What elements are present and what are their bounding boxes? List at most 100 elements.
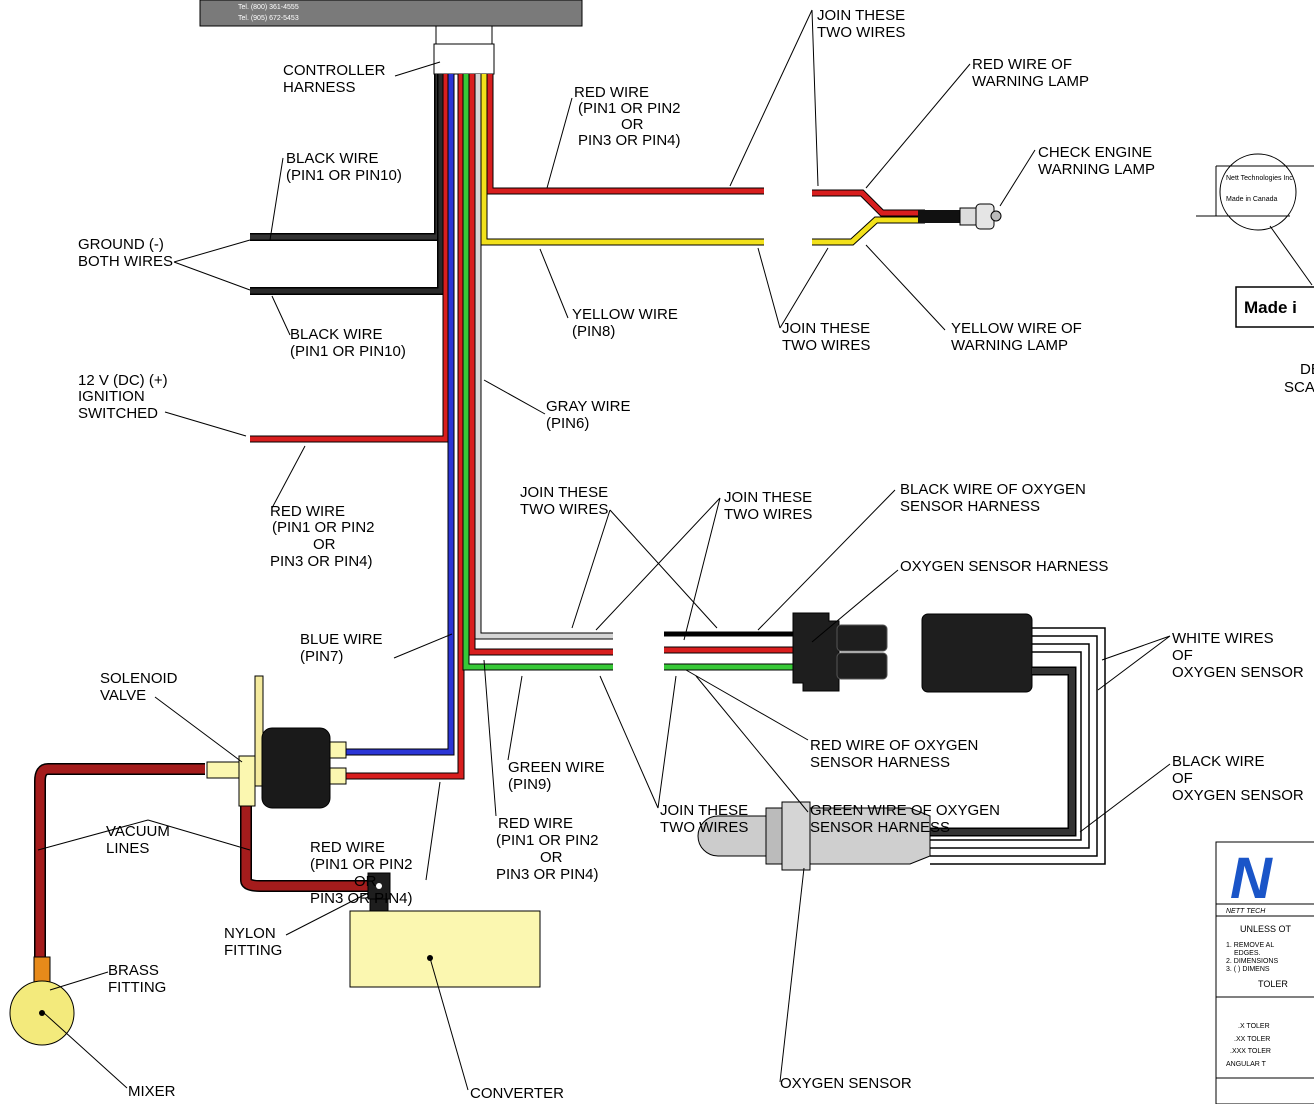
labels: CONTROLLER HARNESS BLACK WIRE (PIN1 OR P… — [78, 7, 1304, 1102]
detail-caption-1: DET — [1300, 361, 1314, 378]
join-bottom-2: TWO WIRES — [660, 819, 748, 836]
detail-view: Nett Technologies Inc. Made in Canada Ma… — [1196, 153, 1314, 396]
red-wire-left-1: RED WIRE — [270, 503, 345, 520]
blue-wire-label-1: BLUE WIRE — [300, 631, 383, 648]
red-wire-left-3: OR — [313, 536, 336, 553]
green-wire-label-2: (PIN9) — [508, 776, 551, 793]
red-wire-left-2: (PIN1 OR PIN2 — [272, 519, 375, 536]
lamp-bulb-icon — [990, 210, 1002, 222]
red-o2-2: SENSOR HARNESS — [810, 754, 950, 771]
black-wire-o2-1: BLACK WIRE — [1172, 753, 1265, 770]
join-top-1: JOIN THESE — [817, 7, 905, 24]
controller-harness-label-1: CONTROLLER — [283, 62, 386, 79]
controller-box: Tel. (800) 361-4555 Tel. (905) 672-5453 — [199, 0, 583, 75]
red-lamp-2: WARNING LAMP — [972, 73, 1089, 90]
red-wire-bl-4: PIN3 OR PIN4) — [310, 890, 413, 907]
red-top-wire — [487, 74, 764, 194]
ground-label-2: BOTH WIRES — [78, 253, 173, 270]
tol-xxx: .XXX TOLER — [1230, 1048, 1271, 1055]
white-wires-1: WHITE WIRES — [1172, 630, 1274, 647]
converter — [349, 872, 541, 988]
red-wire-bc-2: (PIN1 OR PIN2 — [496, 832, 599, 849]
mixer-label: MIXER — [128, 1083, 176, 1100]
unless-text: UNLESS OT — [1240, 924, 1292, 934]
note-2: 2. DIMENSIONS — [1226, 958, 1278, 965]
ignition-label-3: SWITCHED — [78, 405, 158, 422]
nylon-label-1: NYLON — [224, 925, 276, 942]
brass-label-1: BRASS — [108, 962, 159, 979]
red-wire-bl-2: (PIN1 OR PIN2 — [310, 856, 413, 873]
toler-heading: TOLER — [1258, 979, 1288, 989]
black-wire-top-2: (PIN1 OR PIN10) — [286, 167, 402, 184]
o2-sensor-label: OXYGEN SENSOR — [780, 1075, 912, 1092]
black-wire-o2-2: OF — [1172, 770, 1193, 787]
white-wires-2: OF — [1172, 647, 1193, 664]
join-center-1: JOIN THESE — [724, 489, 812, 506]
title-block: N NETT TECH UNLESS OT 1. REMOVE AL EDGES… — [1215, 841, 1314, 1105]
red-solenoid-wire — [345, 74, 464, 779]
solenoid-label-1: SOLENOID — [100, 670, 178, 687]
red-wire-bc-3: OR — [540, 849, 563, 866]
brass-label-2: FITTING — [108, 979, 166, 996]
company-name: NETT TECH — [1226, 908, 1266, 915]
red-wire-bl-1: RED WIRE — [310, 839, 385, 856]
white-wires-3: OXYGEN SENSOR — [1172, 664, 1304, 681]
red-wire-top-1: RED WIRE — [574, 84, 649, 101]
ignition-label-1: 12 V (DC) (+) — [78, 372, 168, 389]
leader-lines — [37, 9, 1171, 1091]
yellow-lamp-1: YELLOW WIRE OF — [951, 320, 1082, 337]
join-bottom-1: JOIN THESE — [660, 802, 748, 819]
gray-wire-label-2: (PIN6) — [546, 415, 589, 432]
red-wire-bc-4: PIN3 OR PIN4) — [496, 866, 599, 883]
red-wire-top-3: OR — [621, 116, 644, 133]
yellow-wire-label-2: (PIN8) — [572, 323, 615, 340]
made-in-text: Made i — [1244, 298, 1297, 317]
nylon-label-2: FITTING — [224, 942, 282, 959]
yellow-wire-label-1: YELLOW WIRE — [572, 306, 678, 323]
nett-logo: N — [1230, 846, 1273, 911]
black-wire-bottom-1: BLACK WIRE — [290, 326, 383, 343]
detail-label-line-1: Nett Technologies Inc. — [1226, 175, 1295, 182]
tol-x: .X TOLER — [1238, 1023, 1270, 1030]
red-o2-wire — [469, 74, 613, 655]
ignition-label-2: IGNITION — [78, 388, 145, 405]
red-o2-1: RED WIRE OF OXYGEN — [810, 737, 978, 754]
phone-2: Tel. (905) 672-5453 — [238, 15, 299, 22]
gray-wire-label-1: GRAY WIRE — [546, 398, 630, 415]
tol-xx: .XX TOLER — [1234, 1036, 1270, 1043]
ignition-red-wire — [250, 74, 449, 442]
black-o2-2: SENSOR HARNESS — [900, 498, 1040, 515]
join-left-1: JOIN THESE — [520, 484, 608, 501]
detail-label-line-2: Made in Canada — [1226, 196, 1277, 203]
red-wire-top-4: PIN3 OR PIN4) — [578, 132, 681, 149]
join-top-2: TWO WIRES — [817, 24, 905, 41]
solenoid-valve — [34, 675, 370, 960]
yellow-lamp-2: WARNING LAMP — [951, 337, 1068, 354]
solenoid-label-2: VALVE — [100, 687, 146, 704]
note-3: 3. ( ) DIMENS — [1226, 966, 1270, 973]
vacuum-label-1: VACUUM — [106, 823, 170, 840]
harness-bundle — [250, 74, 764, 780]
red-wire-bc-1: RED WIRE — [498, 815, 573, 832]
ground-label-1: GROUND (-) — [78, 236, 164, 253]
converter-label: CONVERTER — [470, 1085, 564, 1102]
oxygen-sensor — [697, 801, 931, 871]
note-1a: 1. REMOVE AL — [1226, 942, 1274, 949]
black-wire-top-1: BLACK WIRE — [286, 150, 379, 167]
mixer — [9, 956, 75, 1046]
join-mid-top-2: TWO WIRES — [782, 337, 870, 354]
green-o2-1: GREEN WIRE OF OXYGEN — [810, 802, 1000, 819]
red-wire-bl-3: OR — [354, 873, 377, 890]
o2-harness-label: OXYGEN SENSOR HARNESS — [900, 558, 1108, 575]
join-left-2: TWO WIRES — [520, 501, 608, 518]
phone-1: Tel. (800) 361-4555 — [238, 4, 299, 11]
tol-angular: ANGULAR T — [1226, 1061, 1267, 1068]
green-wire-label-1: GREEN WIRE — [508, 759, 605, 776]
green-wire — [463, 74, 613, 670]
red-wire-top-2: (PIN1 OR PIN2 — [578, 100, 681, 117]
yellow-wire — [481, 74, 764, 245]
green-o2-2: SENSOR HARNESS — [810, 819, 950, 836]
o2-sensor-connector — [921, 613, 1106, 865]
